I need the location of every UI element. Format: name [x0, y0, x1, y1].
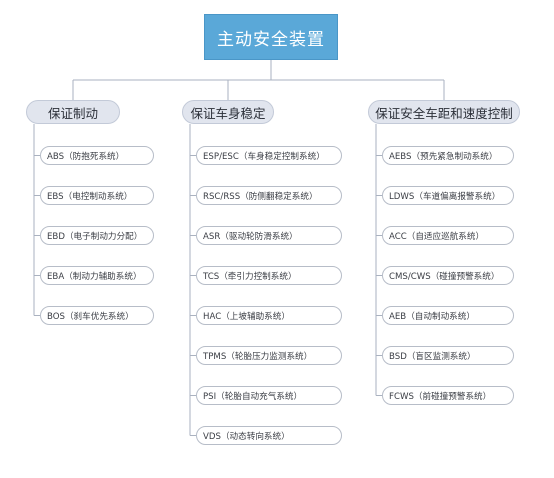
leaf-node: TCS（牵引力控制系统） — [196, 266, 342, 285]
leaf-node: FCWS（前碰撞预警系统） — [382, 386, 514, 405]
leaf-node: RSC/RSS（防侧翻稳定系统） — [196, 186, 342, 205]
leaf-node: ABS（防抱死系统） — [40, 146, 154, 165]
leaf-node: AEB（自动制动系统） — [382, 306, 514, 325]
leaf-node: EBD（电子制动力分配） — [40, 226, 154, 245]
leaf-node: AEBS（预先紧急制动系统） — [382, 146, 514, 165]
leaf-node: VDS（动态转向系统） — [196, 426, 342, 445]
leaf-node: ESP/ESC（车身稳定控制系统） — [196, 146, 342, 165]
leaf-node: PSI（轮胎自动充气系统） — [196, 386, 342, 405]
leaf-node: LDWS（车道偏离报警系统） — [382, 186, 514, 205]
leaf-node: ASR（驱动轮防滑系统） — [196, 226, 342, 245]
leaf-node: CMS/CWS（碰撞预警系统） — [382, 266, 514, 285]
branch-node: 保证安全车距和速度控制 — [368, 100, 520, 124]
leaf-node: TPMS（轮胎压力监测系统） — [196, 346, 342, 365]
leaf-node: ACC（自适应巡航系统） — [382, 226, 514, 245]
branch-node: 保证制动 — [26, 100, 120, 124]
leaf-node: BSD（盲区监测系统） — [382, 346, 514, 365]
leaf-node: EBS（电控制动系统） — [40, 186, 154, 205]
root-node: 主动安全装置 — [204, 14, 338, 60]
leaf-node: EBA（制动力辅助系统） — [40, 266, 154, 285]
leaf-node: HAC（上坡辅助系统） — [196, 306, 342, 325]
branch-node: 保证车身稳定 — [182, 100, 274, 124]
leaf-node: BOS（刹车优先系统） — [40, 306, 154, 325]
